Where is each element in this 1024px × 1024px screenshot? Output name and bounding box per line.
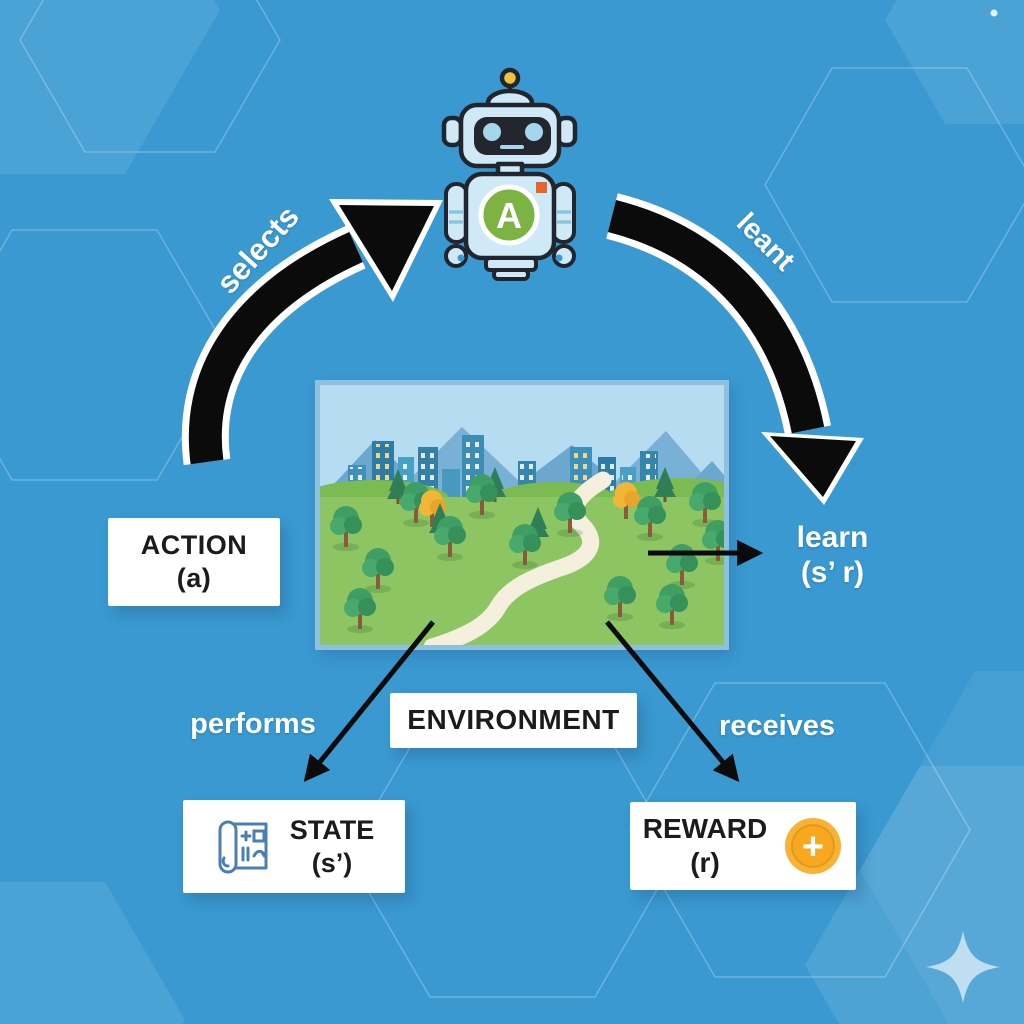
performs-label: performs bbox=[190, 708, 316, 740]
state-scroll-icon bbox=[218, 820, 268, 873]
state-node: STATE (s’) bbox=[183, 800, 405, 893]
action-sub: (a) bbox=[176, 563, 212, 593]
environment-image bbox=[315, 380, 729, 650]
reward-title: REWARD bbox=[642, 812, 768, 844]
state-sub: (s’) bbox=[311, 847, 353, 878]
environment-illustration bbox=[320, 385, 724, 645]
hexagon-shape bbox=[885, 0, 1024, 124]
dot-decoration bbox=[990, 9, 998, 17]
reward-coin-icon: + bbox=[785, 818, 842, 874]
environment-title: ENVIRONMENT bbox=[407, 704, 620, 736]
receives-label: receives bbox=[718, 710, 836, 742]
hexagon-shape bbox=[860, 671, 1024, 1024]
state-title: STATE bbox=[289, 814, 375, 845]
agent-robot-icon: A bbox=[441, 67, 578, 281]
hexagon-outline bbox=[19, 0, 281, 153]
hexagon-shape bbox=[0, 882, 185, 1024]
action-node: ACTION (a) bbox=[108, 518, 280, 606]
hexagon-shape bbox=[0, 0, 220, 174]
selects-label: selects bbox=[209, 198, 306, 301]
chest-square bbox=[536, 182, 547, 193]
agent-chest-letter: A bbox=[496, 195, 522, 236]
sparkle-icon bbox=[926, 931, 1000, 1003]
learn-label-line1: learn bbox=[796, 521, 869, 554]
action-title: ACTION bbox=[140, 530, 248, 561]
reward-node: REWARD (r) + bbox=[630, 802, 856, 890]
learn-label: learn (s’ r) bbox=[770, 520, 895, 591]
environment-node: ENVIRONMENT bbox=[390, 693, 637, 748]
leant-label: leant bbox=[730, 206, 801, 278]
reward-sub: (r) bbox=[690, 847, 720, 878]
learn-label-line2: (s’ r) bbox=[800, 556, 865, 590]
hexagon-outline bbox=[0, 229, 231, 481]
coin-plus-glyph: + bbox=[802, 826, 824, 868]
